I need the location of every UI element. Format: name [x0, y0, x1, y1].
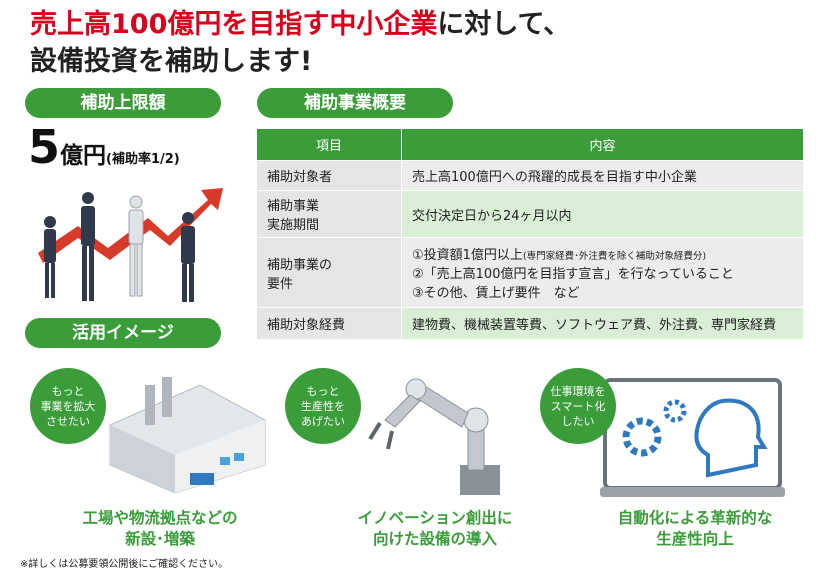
headline-line1-rest: に対して、	[437, 9, 571, 40]
row-content: ①投資額1億円以上(専門家経費･外注費を除く補助対象経費分) ②「売上高100億…	[401, 237, 804, 308]
usage-pill: 活用イメージ	[25, 318, 221, 348]
headline-line2: 設備投資を補助します!	[30, 46, 313, 77]
ai-head-icon	[694, 398, 768, 478]
usage-bubble-2: もっと生産性をあげたい	[285, 368, 361, 444]
header-item: 項目	[256, 128, 402, 161]
usage-caption-2: イノベーション創出に向けた設備の導入	[357, 509, 513, 548]
requirement-3: ③その他、賃上げ要件 など	[412, 286, 580, 301]
row-content: 売上高100億円への飛躍的成長を目指す中小企業	[401, 160, 804, 191]
headline-highlight: 売上高100億円を目指す中小企業	[30, 9, 438, 40]
subsidy-limit: 5億円(補助率1/2)	[28, 120, 180, 174]
usage-caption-1: 工場や物流拠点などの新設･増築	[82, 509, 238, 548]
limit-pill: 補助上限額	[25, 88, 221, 118]
table-row: 補助対象者 売上高100億円への飛躍的成長を目指す中小企業	[256, 160, 804, 191]
row-item: 補助対象経費	[256, 307, 402, 340]
requirement-2: ②「売上高100億円を目指す宣言」を行なっていること	[412, 267, 734, 282]
header-content: 内容	[401, 128, 804, 161]
factory-illustration	[109, 377, 266, 494]
requirement-1: ①投資額1億円以上	[412, 248, 523, 263]
limit-amount: 5	[28, 120, 61, 174]
row-content: 交付決定日から24ヶ月以内	[401, 190, 804, 238]
gear-icon	[622, 417, 662, 457]
usage-caption-3: 自動化による革新的な生産性向上	[617, 509, 773, 548]
monitor-illustration	[600, 378, 785, 497]
headline: 売上高100億円を目指す中小企業に対して、 設備投資を補助します!	[30, 6, 570, 80]
gear-icon	[663, 399, 687, 423]
rising-arrow-icon	[38, 188, 223, 263]
limit-rate: (補助率1/2)	[106, 152, 180, 167]
row-item: 補助対象者	[256, 160, 402, 191]
row-content: 建物費、機械装置等費、ソフトウェア費、外注費、専門家経費	[401, 307, 804, 340]
robot-arm-illustration	[368, 378, 500, 495]
usage-bubble-3: 仕事環境をスマート化したい	[540, 368, 616, 444]
requirement-1-note: (専門家経費･外注費を除く補助対象経費分)	[522, 251, 707, 262]
row-item: 補助事業の要件	[256, 237, 402, 308]
table-row: 補助対象経費 建物費、機械装置等費、ソフトウェア費、外注費、専門家経費	[256, 307, 804, 340]
row-item: 補助事業実施期間	[256, 190, 402, 238]
usage-bubble-1: もっと事業を拡大させたい	[30, 368, 106, 444]
limit-unit: 億円	[60, 143, 107, 169]
overview-pill: 補助事業概要	[257, 88, 453, 118]
business-growth-illustration	[38, 188, 223, 302]
truck-icon	[190, 473, 214, 485]
table-row: 補助事業実施期間 交付決定日から24ヶ月以内	[256, 190, 804, 238]
overview-table: 項目 内容 補助対象者 売上高100億円への飛躍的成長を目指す中小企業 補助事業…	[256, 128, 804, 340]
table-row: 補助事業の要件 ①投資額1億円以上(専門家経費･外注費を除く補助対象経費分) ②…	[256, 237, 804, 308]
footnote: ※詳しくは公募要領公開後にご確認ください。	[20, 559, 229, 570]
